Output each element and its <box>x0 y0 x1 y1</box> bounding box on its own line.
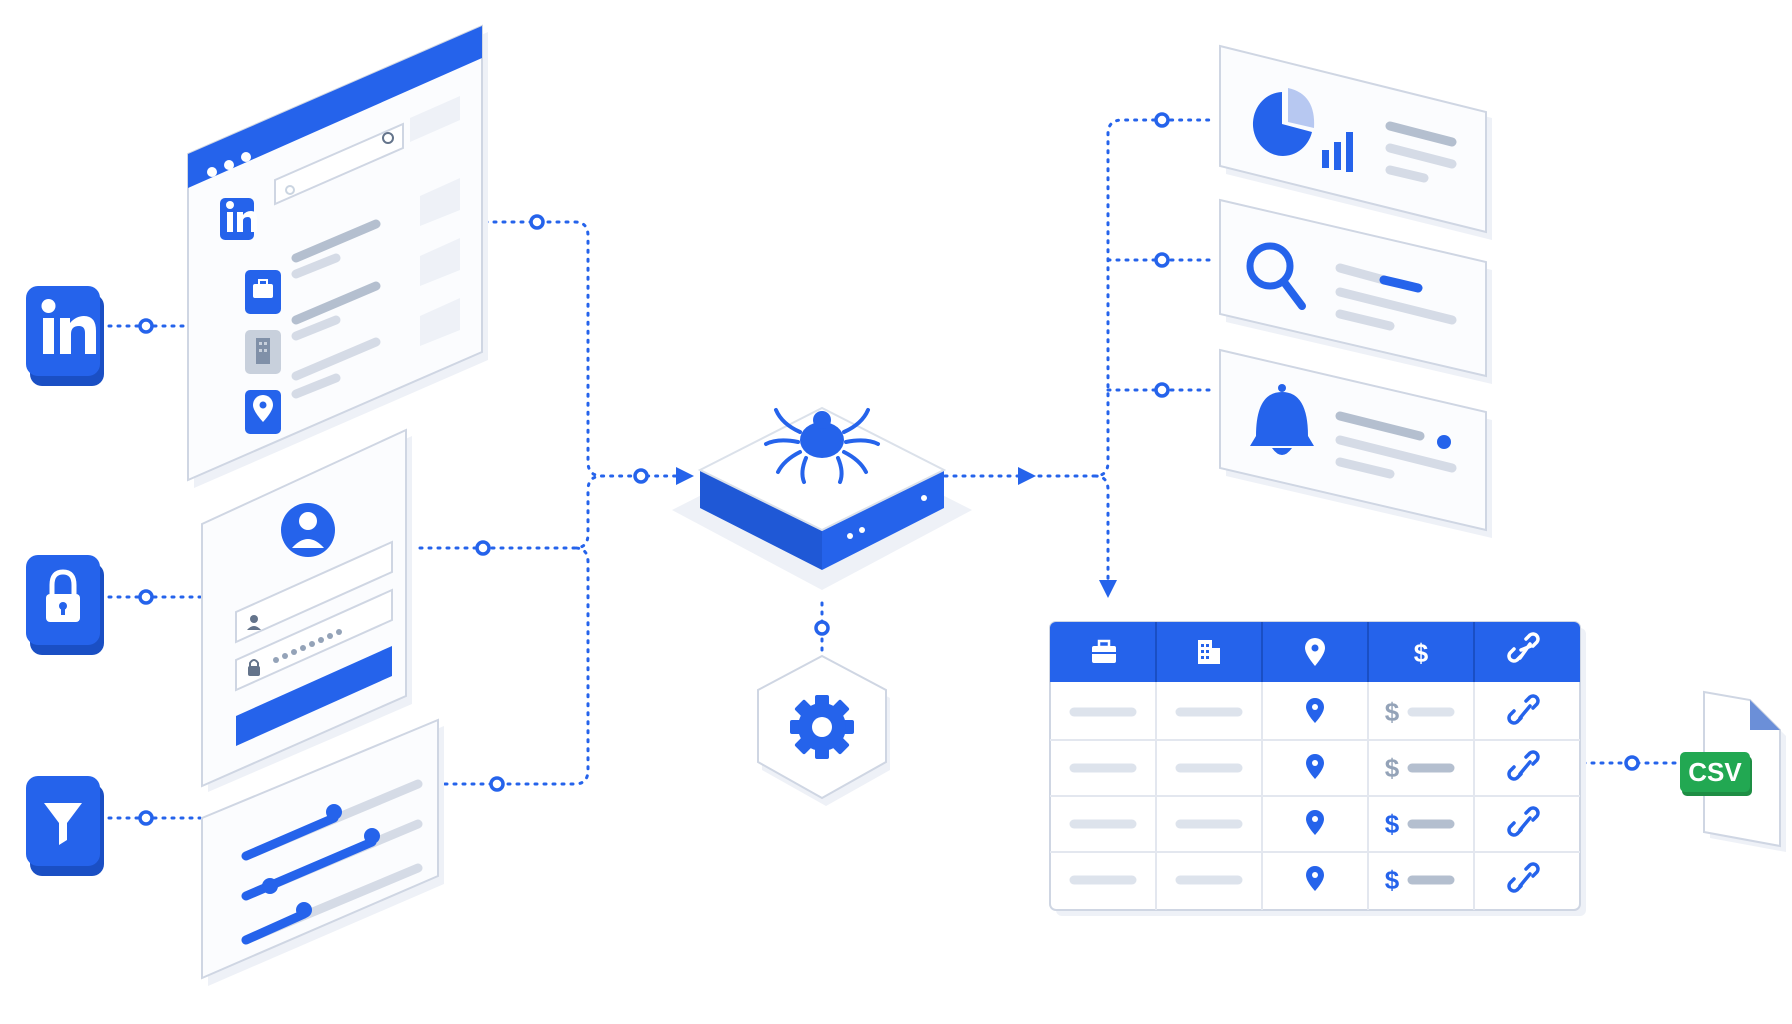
linkedin-icon <box>226 201 257 232</box>
login-button[interactable] <box>236 646 392 746</box>
location-pin-icon <box>1306 698 1324 723</box>
header-link-icon <box>1507 632 1540 663</box>
table-row: $ <box>1069 862 1540 895</box>
search-card <box>1219 198 1492 384</box>
placeholder-block <box>420 178 460 226</box>
column-separators <box>1155 622 1475 910</box>
placeholder-block <box>420 238 460 286</box>
header-building-icon <box>1198 640 1220 664</box>
lock-icon <box>248 659 260 676</box>
placeholder-block <box>410 96 460 142</box>
arrow-to-hub <box>676 467 694 485</box>
username-field[interactable] <box>235 540 393 644</box>
user-avatar-icon <box>281 503 335 557</box>
filter-icon <box>44 803 82 845</box>
settings-hexagon <box>757 654 890 806</box>
dollar-icon: $ <box>1385 865 1400 895</box>
led-indicators <box>847 495 927 539</box>
connector-nodes <box>138 112 1640 826</box>
placeholder-block <box>420 298 460 346</box>
connector-lines <box>98 118 1692 820</box>
header-dollar-icon: $ <box>1414 638 1429 668</box>
building-icon <box>256 338 270 364</box>
password-field[interactable] <box>235 588 393 692</box>
location-pin-icon <box>253 395 273 422</box>
bar-chart-icon <box>1322 132 1353 172</box>
source-tile-filter <box>26 776 104 876</box>
magnifier-icon <box>1246 242 1306 310</box>
slider[interactable] <box>241 863 423 945</box>
location-pin-icon <box>1306 866 1324 891</box>
browser-search-bar[interactable] <box>274 122 404 206</box>
dollar-icon: $ <box>1385 753 1400 783</box>
table-body: $ $ $ $ <box>1069 694 1540 895</box>
browser-titlebar <box>188 26 482 188</box>
slider[interactable] <box>241 819 423 901</box>
header-briefcase-icon <box>1092 639 1116 663</box>
table-row: $ <box>1069 750 1540 783</box>
window-dots <box>207 152 251 177</box>
link-icon[interactable] <box>1507 806 1540 837</box>
link-icon[interactable] <box>1507 862 1540 893</box>
analytics-card <box>1219 44 1492 240</box>
location-pin-icon <box>1306 754 1324 779</box>
dollar-icon: $ <box>1385 697 1400 727</box>
row-separators <box>1050 739 1580 853</box>
browser-window-panel <box>187 24 488 488</box>
spider-icon <box>764 408 880 484</box>
link-icon[interactable] <box>1507 694 1540 725</box>
password-dots <box>273 629 342 663</box>
notification-dot <box>1437 435 1451 449</box>
search-icon <box>382 132 394 144</box>
arrow-to-outputs <box>1018 467 1036 485</box>
scraper-hub <box>672 406 972 590</box>
location-pin-icon <box>1306 810 1324 835</box>
arrow-to-table <box>1099 580 1117 598</box>
csv-file-export: CSV <box>1680 690 1786 852</box>
user-icon <box>247 615 261 630</box>
table-row: $ <box>1069 806 1540 839</box>
header-location-pin-icon <box>1305 638 1325 666</box>
slider[interactable] <box>241 779 423 861</box>
list-item <box>245 219 381 314</box>
linkedin-icon <box>41 299 96 354</box>
dollar-icon: $ <box>1385 809 1400 839</box>
filter-sliders-panel <box>201 718 444 986</box>
briefcase-icon <box>253 279 273 298</box>
link-icon[interactable] <box>1507 750 1540 781</box>
bell-icon <box>1250 384 1314 455</box>
list-item <box>245 337 381 434</box>
pie-chart-icon <box>1252 88 1315 156</box>
alert-card <box>1219 348 1492 538</box>
source-tile-lock <box>26 555 104 655</box>
table-row: $ <box>1069 694 1540 727</box>
gear-icon <box>790 695 854 759</box>
lock-icon <box>46 569 80 622</box>
csv-badge-label: CSV <box>1688 757 1742 787</box>
login-form-panel <box>201 428 412 792</box>
list-item <box>245 281 381 374</box>
source-tile-linkedin <box>26 286 104 386</box>
